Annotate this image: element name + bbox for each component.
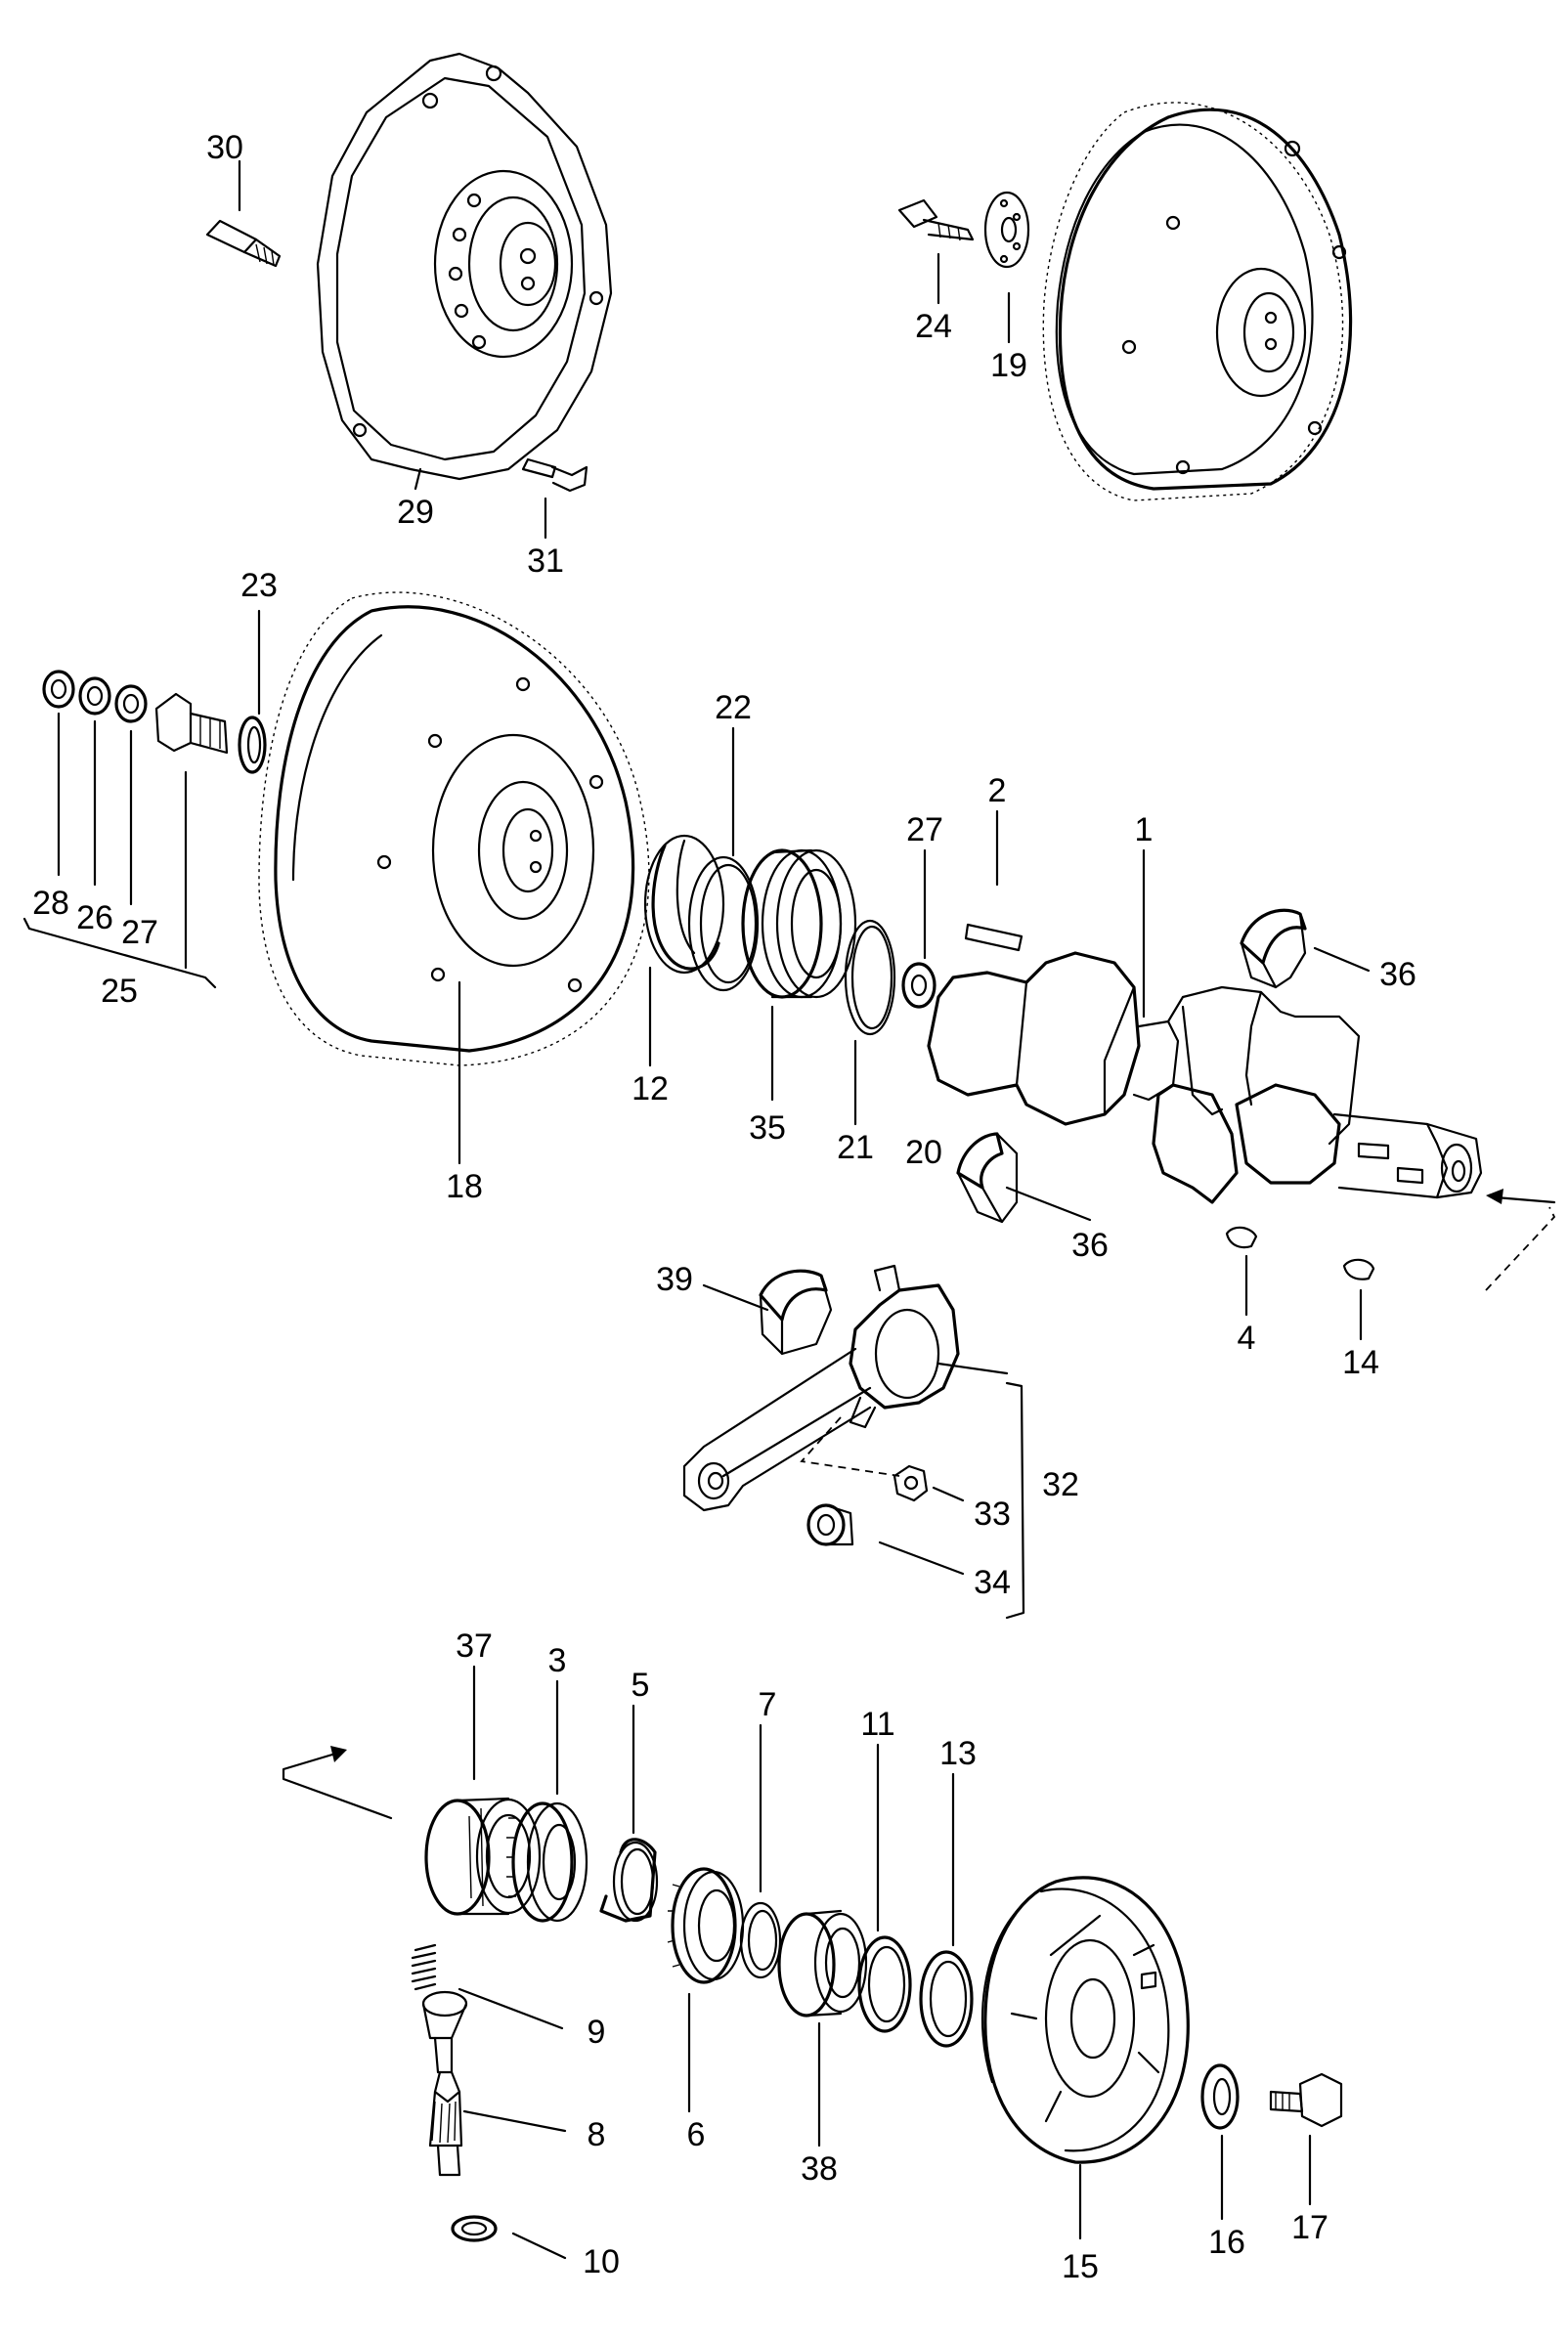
bolt-31 (521, 457, 588, 540)
snap-ring-11 (857, 1743, 912, 2033)
washer-16 (1200, 2063, 1240, 2221)
flywheel-18 (258, 591, 650, 1165)
label-33: 33 (974, 1496, 1011, 1533)
distributor-gear-6 (667, 1867, 745, 2113)
ring-26 (78, 676, 111, 887)
spacer-ring-7 (739, 1723, 782, 1979)
label-31: 31 (527, 542, 564, 580)
dowel-pin-2 (964, 809, 1024, 952)
label-16: 16 (1208, 2224, 1245, 2261)
ring-27-left (114, 684, 148, 906)
label-20: 20 (905, 1134, 942, 1171)
rod-nut-33 (893, 1464, 965, 1502)
bearing-37 (424, 1665, 542, 1916)
label-21: 21 (837, 1129, 874, 1166)
label-7: 7 (759, 1686, 777, 1723)
label-25: 25 (101, 973, 138, 1010)
label-11: 11 (860, 1706, 894, 1743)
bearing-38 (777, 1909, 868, 2148)
woodruff-key-4 (1225, 1226, 1258, 1317)
label-36-upper: 36 (1379, 956, 1416, 993)
label-26: 26 (76, 899, 113, 936)
ring-28 (42, 670, 75, 877)
label-23: 23 (240, 567, 278, 604)
label-12: 12 (632, 1070, 669, 1107)
washer-plate-19 (983, 191, 1030, 344)
drive-shaft-8 (421, 1990, 567, 2177)
pulley-15 (980, 1876, 1190, 2240)
label-10: 10 (583, 2243, 620, 2280)
label-32: 32 (1042, 1466, 1079, 1503)
label-36-lower: 36 (1071, 1227, 1109, 1264)
label-1: 1 (1135, 811, 1154, 848)
o-ring-22 (687, 726, 760, 992)
label-6: 6 (687, 2116, 706, 2153)
oil-thrower-13 (919, 1772, 974, 2048)
seal-12 (643, 834, 725, 1067)
label-8: 8 (588, 2116, 606, 2153)
label-19: 19 (990, 347, 1027, 384)
label-22: 22 (715, 689, 752, 726)
label-34: 34 (974, 1564, 1011, 1601)
gland-nut (154, 692, 229, 970)
drive-plate-29 (316, 52, 613, 491)
label-17: 17 (1291, 2209, 1328, 2246)
washer-23 (238, 609, 267, 774)
label-27-right: 27 (906, 811, 943, 848)
label-5: 5 (632, 1667, 650, 1704)
label-4: 4 (1238, 1320, 1256, 1357)
main-bearing-shell-36-lower (956, 1132, 1092, 1224)
label-27-left: 27 (121, 914, 158, 951)
bearing-35 (741, 848, 857, 1102)
crankshaft-gear-3 (506, 1679, 588, 1923)
bolt-30 (205, 159, 282, 268)
label-28: 28 (32, 885, 69, 922)
label-9: 9 (588, 2014, 606, 2051)
main-bearing-shell-36-upper (1240, 908, 1371, 989)
label-2: 2 (988, 772, 1007, 809)
crankshaft-1 (927, 848, 1483, 1204)
label-39: 39 (656, 1261, 693, 1298)
label-24: 24 (915, 308, 952, 345)
label-29: 29 (397, 494, 434, 531)
label-30: 30 (206, 129, 243, 166)
washer-10 (451, 2215, 567, 2260)
woodruff-key-14 (1342, 1258, 1375, 1341)
label-13: 13 (939, 1735, 977, 1772)
label-15: 15 (1062, 2248, 1099, 2285)
direction-arrow-left (282, 1746, 393, 1820)
label-18: 18 (446, 1168, 483, 1205)
o-ring-21 (844, 919, 896, 1126)
direction-arrow-right (1485, 1189, 1556, 1291)
label-35: 35 (749, 1109, 786, 1147)
ring-gear-flywheel (1042, 102, 1353, 501)
bolt-24 (897, 198, 975, 305)
small-end-bush-34 (806, 1503, 965, 1576)
label-37: 37 (456, 1627, 493, 1665)
spring-9 (411, 1943, 564, 2030)
pulley-bolt-17 (1269, 2072, 1343, 2206)
conrod-bearing-39 (702, 1269, 833, 1356)
bushing-27 (901, 848, 936, 1009)
bearing-shell-5 (599, 1704, 659, 1923)
label-38: 38 (801, 2150, 838, 2188)
label-3: 3 (548, 1642, 567, 1679)
part-labels: 30 29 31 24 19 23 22 2 1 27 36 28 26 27 … (32, 129, 1416, 2285)
connecting-rod-32 (682, 1264, 1009, 1512)
label-14: 14 (1342, 1344, 1379, 1381)
